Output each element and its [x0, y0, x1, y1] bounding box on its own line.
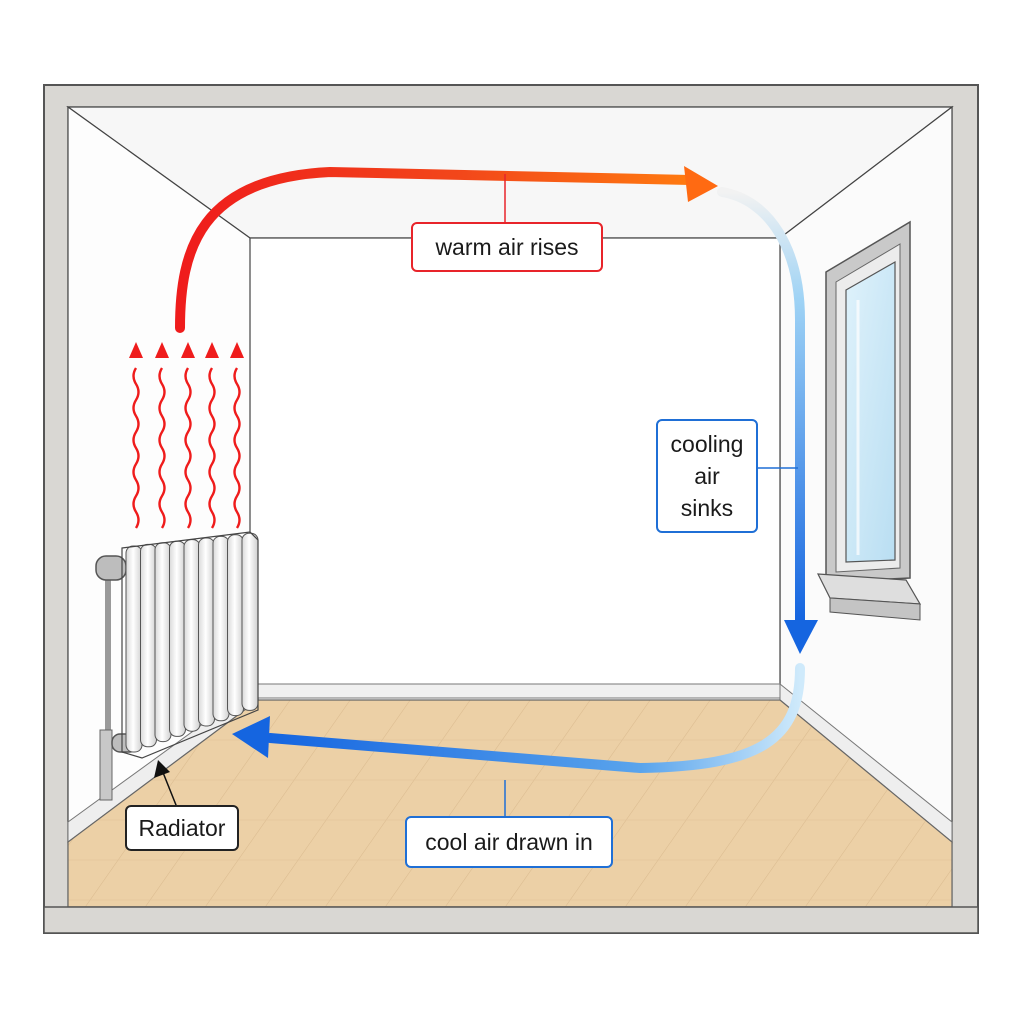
- floor-arrowhead: [232, 716, 270, 758]
- radiator-fin: [183, 539, 201, 732]
- heat-wave-line: [184, 367, 192, 529]
- heat-wave-line: [158, 367, 166, 529]
- radiator: [95, 531, 259, 801]
- heat-wave-line: [132, 367, 140, 529]
- warm-arrowhead: [684, 166, 718, 202]
- heat-wave-line: [233, 367, 241, 529]
- heat-wave-arrowhead: [155, 342, 169, 358]
- sinking-air-arrow: [717, 187, 805, 625]
- radiator-fin: [241, 532, 259, 711]
- heat-wave-arrowhead: [230, 342, 244, 358]
- cooling-air-label: cooling air sinks: [656, 419, 758, 533]
- radiator-fin: [212, 535, 230, 722]
- warm-air-arrow: [175, 166, 695, 333]
- radiator-fin: [169, 540, 186, 737]
- leader-lines: [154, 174, 798, 818]
- heat-wave-arrowhead: [129, 342, 143, 358]
- radiator-label: Radiator: [125, 805, 239, 851]
- heat-wave-line: [208, 367, 216, 529]
- radiator-fin: [227, 534, 244, 717]
- cool-air-label: cool air drawn in: [405, 816, 613, 868]
- radiator-fin: [125, 545, 143, 753]
- radiator-fin: [140, 543, 157, 748]
- sinking-arrowhead: [784, 620, 818, 654]
- convection-arrows: [175, 166, 818, 774]
- floor-air-arrow: [265, 663, 805, 774]
- heat-wave-arrows: [129, 342, 244, 529]
- window: [816, 220, 922, 621]
- heat-wave-arrowhead: [205, 342, 219, 358]
- warm-air-label: warm air rises: [411, 222, 603, 272]
- radiator-fin: [154, 542, 172, 743]
- radiator-fin: [198, 537, 215, 727]
- heat-wave-arrowhead: [181, 342, 195, 358]
